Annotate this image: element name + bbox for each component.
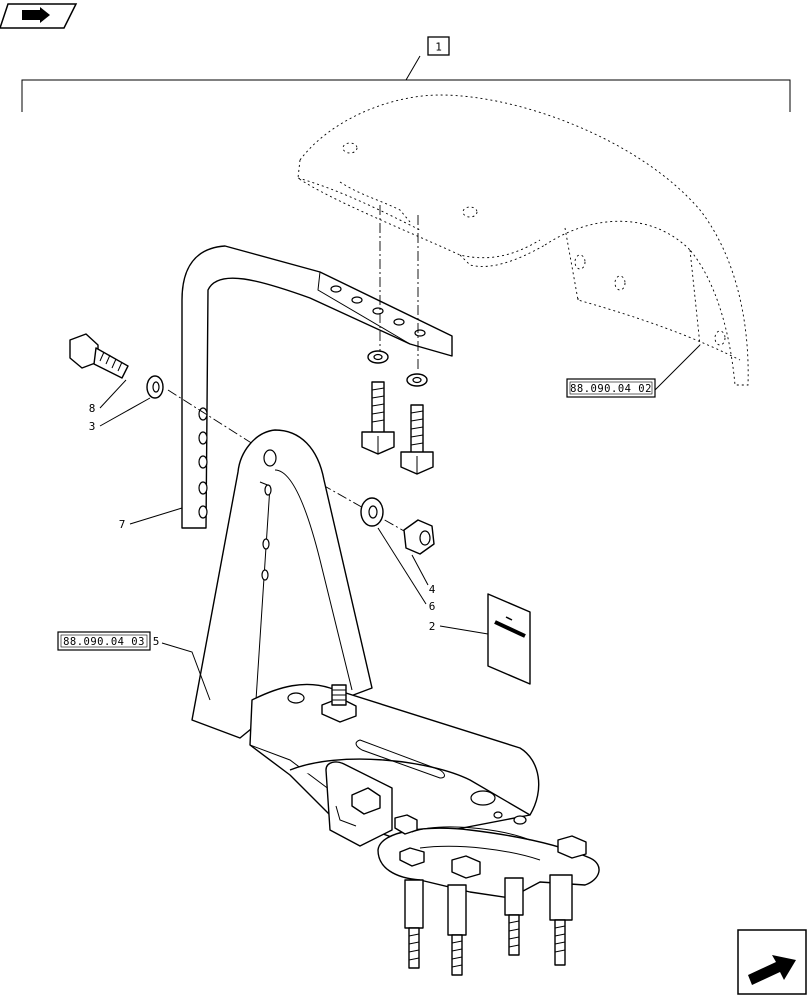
decal-2 xyxy=(487,593,531,685)
svg-text:5: 5 xyxy=(153,635,160,648)
fender-ref-text: 88.090.04 02 xyxy=(570,383,652,395)
clamp-block xyxy=(325,761,393,847)
washer-6 xyxy=(360,497,384,527)
callout-6: 6 xyxy=(377,527,436,613)
plate-bolt xyxy=(321,684,357,723)
svg-text:8: 8 xyxy=(89,402,96,415)
mounting-plate xyxy=(249,683,540,841)
svg-text:2: 2 xyxy=(429,620,436,633)
back-arrow-icon[interactable] xyxy=(0,3,78,29)
main-bracket xyxy=(191,429,373,739)
svg-text:7: 7 xyxy=(119,518,126,531)
svg-text:3: 3 xyxy=(89,420,96,433)
callout-8: 8 xyxy=(89,379,127,415)
fender-bolt-left xyxy=(361,350,395,455)
svg-text:4: 4 xyxy=(429,583,436,596)
svg-text:6: 6 xyxy=(429,600,436,613)
bolt-8 xyxy=(69,333,129,379)
stud-3 xyxy=(504,877,524,956)
stud-2 xyxy=(447,855,481,976)
bracket-reference[interactable]: 88.090.04 03 xyxy=(57,631,151,651)
bracket-ref-text: 88.090.04 03 xyxy=(63,636,145,648)
callout-2: 2 xyxy=(429,620,489,635)
group-bracket: 1 xyxy=(21,36,791,112)
fender-outline xyxy=(297,94,749,386)
callout-3: 3 xyxy=(89,397,151,433)
fender-stay xyxy=(181,245,453,529)
nut-4 xyxy=(403,519,435,555)
fender-reference[interactable]: 88.090.04 02 xyxy=(566,344,701,398)
stud-4 xyxy=(549,835,587,966)
next-arrow-icon[interactable] xyxy=(737,929,807,995)
washer-3 xyxy=(146,375,164,399)
stud-1 xyxy=(394,814,425,969)
callout-5: 5 xyxy=(153,635,211,701)
callout-7: 7 xyxy=(119,507,183,531)
callout-4: 4 xyxy=(411,554,436,596)
fender-bolt-right xyxy=(400,373,434,475)
group-label: 1 xyxy=(435,41,442,54)
